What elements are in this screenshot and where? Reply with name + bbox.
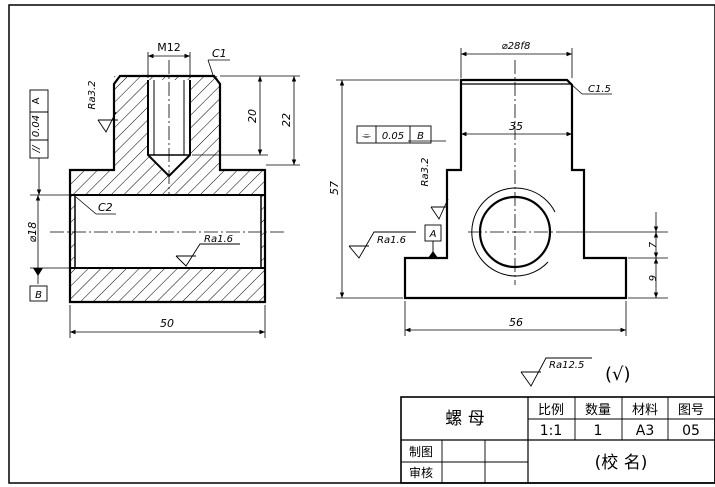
quantity-value: 1 bbox=[594, 423, 603, 439]
top-diameter-label: ⌀28f8 bbox=[502, 41, 531, 52]
part-name: 螺 母 bbox=[445, 409, 484, 429]
roughness-ra16-right: Ra1.6 bbox=[348, 231, 416, 259]
school-name: (校 名) bbox=[595, 453, 648, 473]
drawing-frame bbox=[8, 4, 715, 484]
parallelism-tolerance-frame: // 0.04 A bbox=[29, 89, 49, 195]
chamfer-c15-label: C1.5 bbox=[588, 84, 611, 95]
height-20-label: 20 bbox=[246, 109, 259, 123]
svg-text:0.04: 0.04 bbox=[31, 115, 42, 137]
svg-text:Ra1.6: Ra1.6 bbox=[204, 234, 233, 245]
svg-text:⌯: ⌯ bbox=[362, 129, 371, 142]
svg-text:B: B bbox=[35, 290, 42, 301]
chamfer-c2-label: C2 bbox=[98, 201, 113, 214]
general-roughness-note: Ra12.5 (√) bbox=[520, 357, 631, 387]
datum-b-box: B bbox=[29, 285, 48, 302]
bore-diameter-label: ⌀18 bbox=[26, 222, 39, 243]
svg-text:B: B bbox=[417, 131, 424, 142]
width-35-label: 35 bbox=[509, 120, 523, 133]
material-value: A3 bbox=[636, 423, 654, 439]
svg-text:Ra3.2: Ra3.2 bbox=[87, 81, 98, 110]
drawing-number-value: 05 bbox=[682, 423, 700, 439]
height-57-label: 57 bbox=[328, 181, 341, 195]
svg-text://: // bbox=[31, 144, 42, 153]
datum-a-box: A bbox=[424, 224, 442, 258]
svg-text:A: A bbox=[429, 229, 437, 240]
datum-b-triangle bbox=[33, 268, 43, 276]
roughness-ra32-right: Ra3.2 bbox=[420, 158, 449, 220]
roughness-ra16-bore: Ra1.6 bbox=[175, 234, 240, 267]
height-22-label: 22 bbox=[280, 113, 293, 127]
width-56-label: 56 bbox=[509, 316, 523, 329]
scale-label: 比例 bbox=[538, 403, 564, 418]
svg-text:A: A bbox=[31, 97, 42, 104]
scale-value: 1:1 bbox=[540, 423, 563, 439]
chamfer-c1-label: C1 bbox=[212, 47, 227, 60]
thread-dimension: M12 bbox=[157, 41, 181, 54]
left-dimensions bbox=[30, 52, 300, 338]
svg-text:0.05: 0.05 bbox=[382, 131, 404, 142]
svg-text:Ra3.2: Ra3.2 bbox=[420, 158, 431, 187]
side-view bbox=[403, 60, 628, 300]
front-section-view bbox=[50, 60, 285, 304]
symmetry-tolerance-frame: ⌯ 0.05 B bbox=[356, 125, 432, 144]
height-7-label: 7 bbox=[648, 241, 659, 248]
svg-text:Ra1.6: Ra1.6 bbox=[377, 235, 406, 246]
svg-text:Ra12.5: Ra12.5 bbox=[549, 360, 584, 371]
checked-by-label: 审核 bbox=[409, 465, 433, 480]
height-9-label: 9 bbox=[648, 275, 659, 281]
drawing-number-label: 图号 bbox=[678, 403, 704, 418]
width-50-label: 50 bbox=[160, 317, 174, 330]
svg-text:(√): (√) bbox=[605, 364, 631, 385]
quantity-label: 数量 bbox=[585, 403, 611, 418]
material-label: 材料 bbox=[632, 403, 658, 418]
right-dimensions bbox=[336, 48, 668, 336]
drawn-by-label: 制图 bbox=[409, 445, 433, 459]
roughness-ra32-left: Ra3.2 bbox=[87, 81, 118, 133]
title-block bbox=[400, 396, 715, 484]
